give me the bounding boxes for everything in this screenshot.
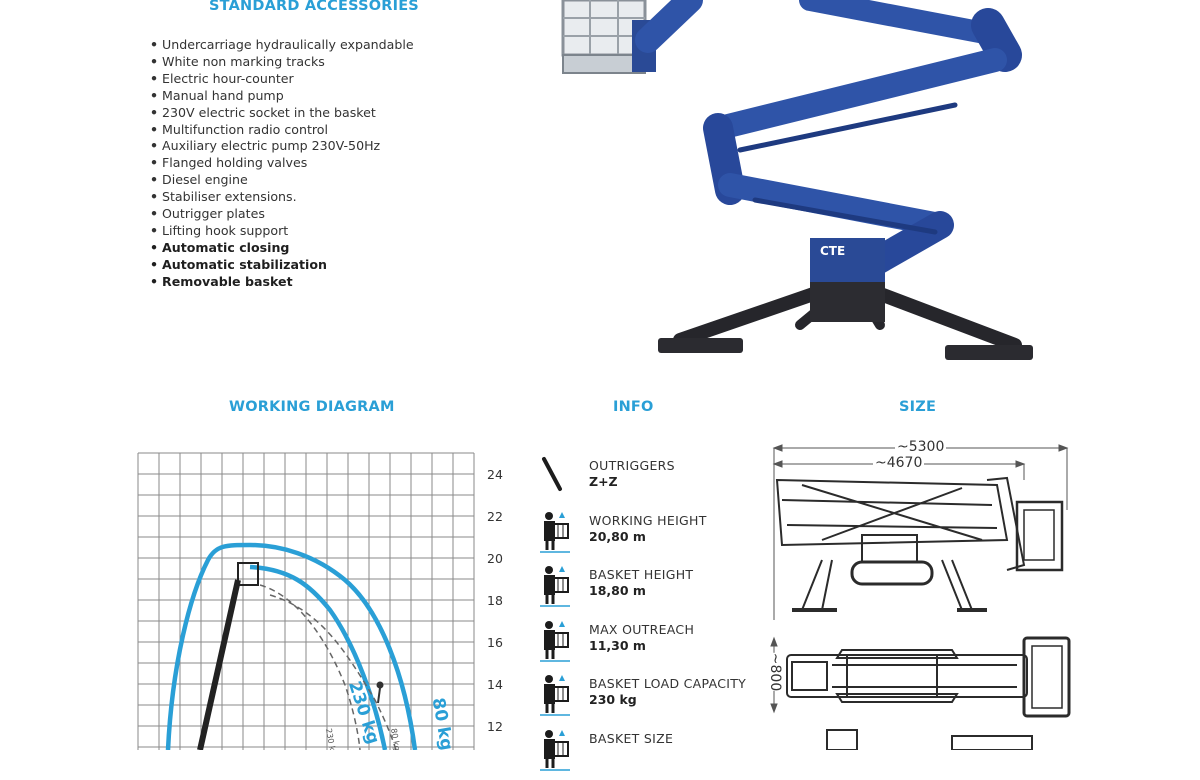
dimension-width: ~800 (767, 652, 784, 692)
accessory-item: 230V electric socket in the basket (150, 105, 480, 122)
y-tick-label: 12 (487, 719, 503, 734)
basket-size-icon (538, 728, 572, 774)
dashed-envelope-inner (259, 584, 361, 750)
label-230kg-small: 230 kg (324, 728, 338, 750)
accessory-item: Diesel engine (150, 172, 480, 189)
boom-illustration (635, 0, 1022, 279)
accessory-item: Manual hand pump (150, 88, 480, 105)
right-pad-illustration (945, 345, 1033, 360)
accessory-item: Flanged holding valves (150, 155, 480, 172)
diagram-grid (137, 452, 475, 750)
max-outreach-icon (538, 619, 572, 665)
info-title: INFO (613, 399, 654, 415)
info-label: BASKET HEIGHT (589, 567, 694, 582)
info-label: WORKING HEIGHT (589, 512, 707, 528)
operator-figure-icon (376, 681, 384, 704)
info-value: 18,80 m (589, 583, 646, 598)
accessory-item: White non marking tracks (150, 54, 480, 71)
accessory-item: Automatic closing (150, 240, 480, 257)
size-title: SIZE (899, 399, 937, 415)
info-row: BASKET SIZE (538, 728, 768, 780)
side-view-illustration (775, 476, 1064, 612)
dimension-overall-length: ~5300 (895, 439, 947, 455)
dimension-body-length: ~4670 (873, 455, 925, 471)
accessories-list: Undercarriage hydraulically expandableWh… (150, 37, 480, 291)
accessory-item: Undercarriage hydraulically expandable (150, 37, 480, 54)
accessory-item: Automatic stabilization (150, 257, 480, 274)
turret-illustration (810, 238, 885, 290)
dashed-envelope-outer (269, 594, 397, 750)
front-view-illustration (826, 729, 1033, 750)
outer-envelope-curve (165, 542, 418, 750)
brand-logo: CTE (820, 244, 845, 258)
working-diagram-title: WORKING DIAGRAM (229, 399, 395, 415)
info-value: Z+Z (589, 474, 618, 489)
accessory-item: Lifting hook support (150, 223, 480, 240)
diagram-basket-icon (237, 562, 259, 586)
y-tick-label: 14 (487, 677, 503, 692)
y-tick-label: 20 (487, 551, 503, 566)
top-view-illustration (786, 636, 1071, 718)
load-capacity-icon (538, 673, 572, 719)
info-label: BASKET LOAD CAPACITY (589, 676, 747, 691)
left-pad-illustration (658, 338, 743, 353)
outriggers-illustration (673, 282, 1022, 352)
y-tick-label: 18 (487, 593, 503, 608)
outriggers-icon (538, 455, 572, 501)
size-drawing (770, 444, 1071, 750)
label-80kg-small: 80 kg (389, 728, 402, 750)
inner-envelope-curve (249, 564, 388, 750)
y-tick-label: 24 (487, 467, 503, 482)
basket-height-icon (538, 564, 572, 610)
working-diagram: 230 kg 80 kg 230 kg 80 kg (137, 452, 475, 750)
info-label: MAX OUTREACH (589, 621, 695, 637)
info-label: BASKET SIZE (589, 730, 674, 746)
accessory-item: Auxiliary electric pump 230V-50Hz (150, 138, 480, 155)
y-tick-label: 22 (487, 509, 503, 524)
accessory-item: Multifunction radio control (150, 122, 480, 139)
info-label: OUTRIGGERS (589, 458, 675, 473)
info-value: 11,30 m (589, 637, 646, 653)
boom-line (197, 579, 241, 750)
accessories-title: STANDARD ACCESSORIES (209, 0, 419, 14)
accessory-item: Removable basket (150, 274, 480, 291)
info-value: 230 kg (589, 692, 637, 707)
accessory-item: Outrigger plates (150, 206, 480, 223)
accessory-item: Stabiliser extensions. (150, 189, 480, 206)
working-height-icon (538, 510, 572, 556)
info-value: 20,80 m (589, 528, 646, 544)
y-tick-label: 16 (487, 635, 503, 650)
accessory-item: Electric hour-counter (150, 71, 480, 88)
machine-photo: CTE (561, 0, 1033, 360)
